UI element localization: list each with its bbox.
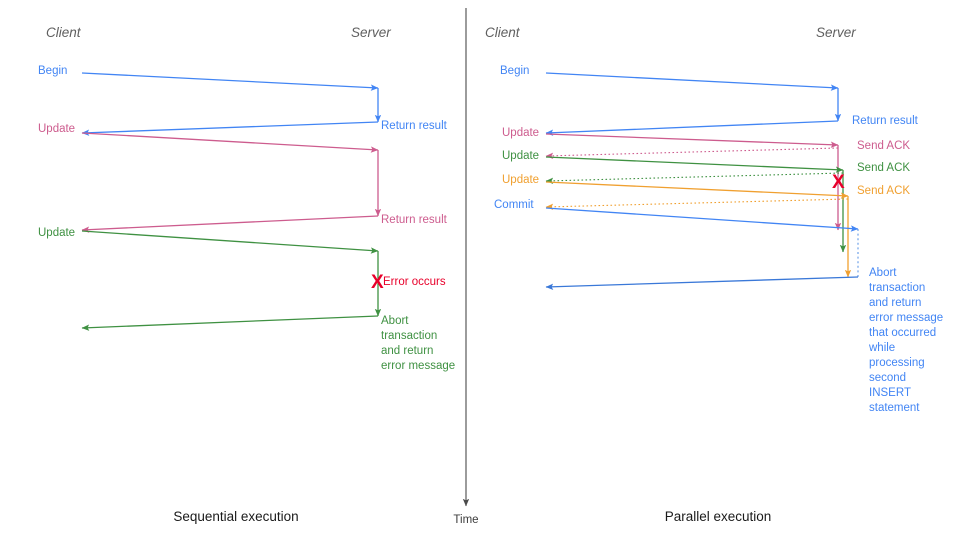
note-line: statement bbox=[869, 402, 920, 414]
message-arrow-update-1 bbox=[81, 132, 379, 153]
note-line: transaction bbox=[869, 282, 925, 294]
error-x-icon: X bbox=[832, 172, 845, 193]
message-arrow-update-1 bbox=[545, 133, 839, 148]
message-label-return-result-1: Return result bbox=[381, 120, 448, 132]
error-label: Error occurs bbox=[383, 276, 446, 288]
actor-label-server: Server bbox=[351, 25, 391, 40]
message-arrow-begin bbox=[545, 72, 839, 91]
message-label-update-1: Update bbox=[502, 127, 539, 139]
message-arrow-abort-return bbox=[545, 276, 859, 290]
error-x-icon: X bbox=[371, 272, 384, 293]
actor-label-client: Client bbox=[46, 25, 82, 40]
time-axis-layer: Time bbox=[453, 8, 479, 526]
note-line: second bbox=[869, 372, 906, 384]
note-abort-note: Abort transaction and return error message bbox=[381, 315, 455, 372]
message-label-send-ack-1: Send ACK bbox=[857, 140, 910, 152]
note-line: processing bbox=[869, 357, 925, 369]
message-label-update-1: Update bbox=[38, 123, 75, 135]
note-line: while bbox=[868, 342, 895, 354]
message-label-update-2: Update bbox=[502, 150, 539, 162]
message-label-send-ack-3: Send ACK bbox=[857, 185, 910, 197]
message-arrow-update-2 bbox=[545, 156, 844, 173]
message-label-update-2: Update bbox=[38, 227, 75, 239]
note-line: error message bbox=[869, 312, 943, 324]
message-arrow-abort-return bbox=[81, 315, 379, 331]
note-line: that occurred bbox=[869, 327, 936, 339]
message-label-begin: Begin bbox=[38, 65, 67, 77]
panel-caption: Parallel execution bbox=[665, 509, 772, 524]
message-label-return-result-2: Return result bbox=[381, 214, 448, 226]
message-arrow-update-2 bbox=[81, 230, 379, 254]
actor-label-client: Client bbox=[485, 25, 521, 40]
panel-caption: Sequential execution bbox=[173, 509, 298, 524]
message-arrow-send-ack-2 bbox=[545, 172, 844, 185]
note-line: INSERT bbox=[869, 387, 911, 399]
note-line: and return bbox=[869, 297, 921, 309]
note-line: and return bbox=[381, 345, 433, 357]
note-line: Abort bbox=[381, 315, 409, 327]
message-arrow-return-result-1 bbox=[81, 121, 379, 136]
message-label-commit: Commit bbox=[494, 199, 534, 211]
message-label-begin: Begin bbox=[500, 65, 529, 77]
message-arrow-send-ack-1 bbox=[545, 147, 839, 160]
note-line: error message bbox=[381, 360, 455, 372]
message-arrow-update-3 bbox=[545, 181, 849, 199]
actor-label-server: Server bbox=[816, 25, 856, 40]
message-arrow-commit bbox=[545, 207, 859, 232]
message-arrow-return-result bbox=[545, 120, 839, 136]
message-arrow-begin bbox=[81, 72, 379, 91]
message-arrow-send-ack-3 bbox=[545, 198, 849, 211]
time-axis-label: Time bbox=[453, 514, 478, 526]
message-label-send-ack-2: Send ACK bbox=[857, 162, 910, 174]
note-line: transaction bbox=[381, 330, 437, 342]
note-line: Abort bbox=[869, 267, 897, 279]
message-label-return-result: Return result bbox=[852, 115, 919, 127]
message-label-update-3: Update bbox=[502, 174, 539, 186]
message-arrow-return-result-2 bbox=[81, 215, 379, 233]
note-abort-note: Abort transaction and return error message t… bbox=[868, 267, 943, 414]
